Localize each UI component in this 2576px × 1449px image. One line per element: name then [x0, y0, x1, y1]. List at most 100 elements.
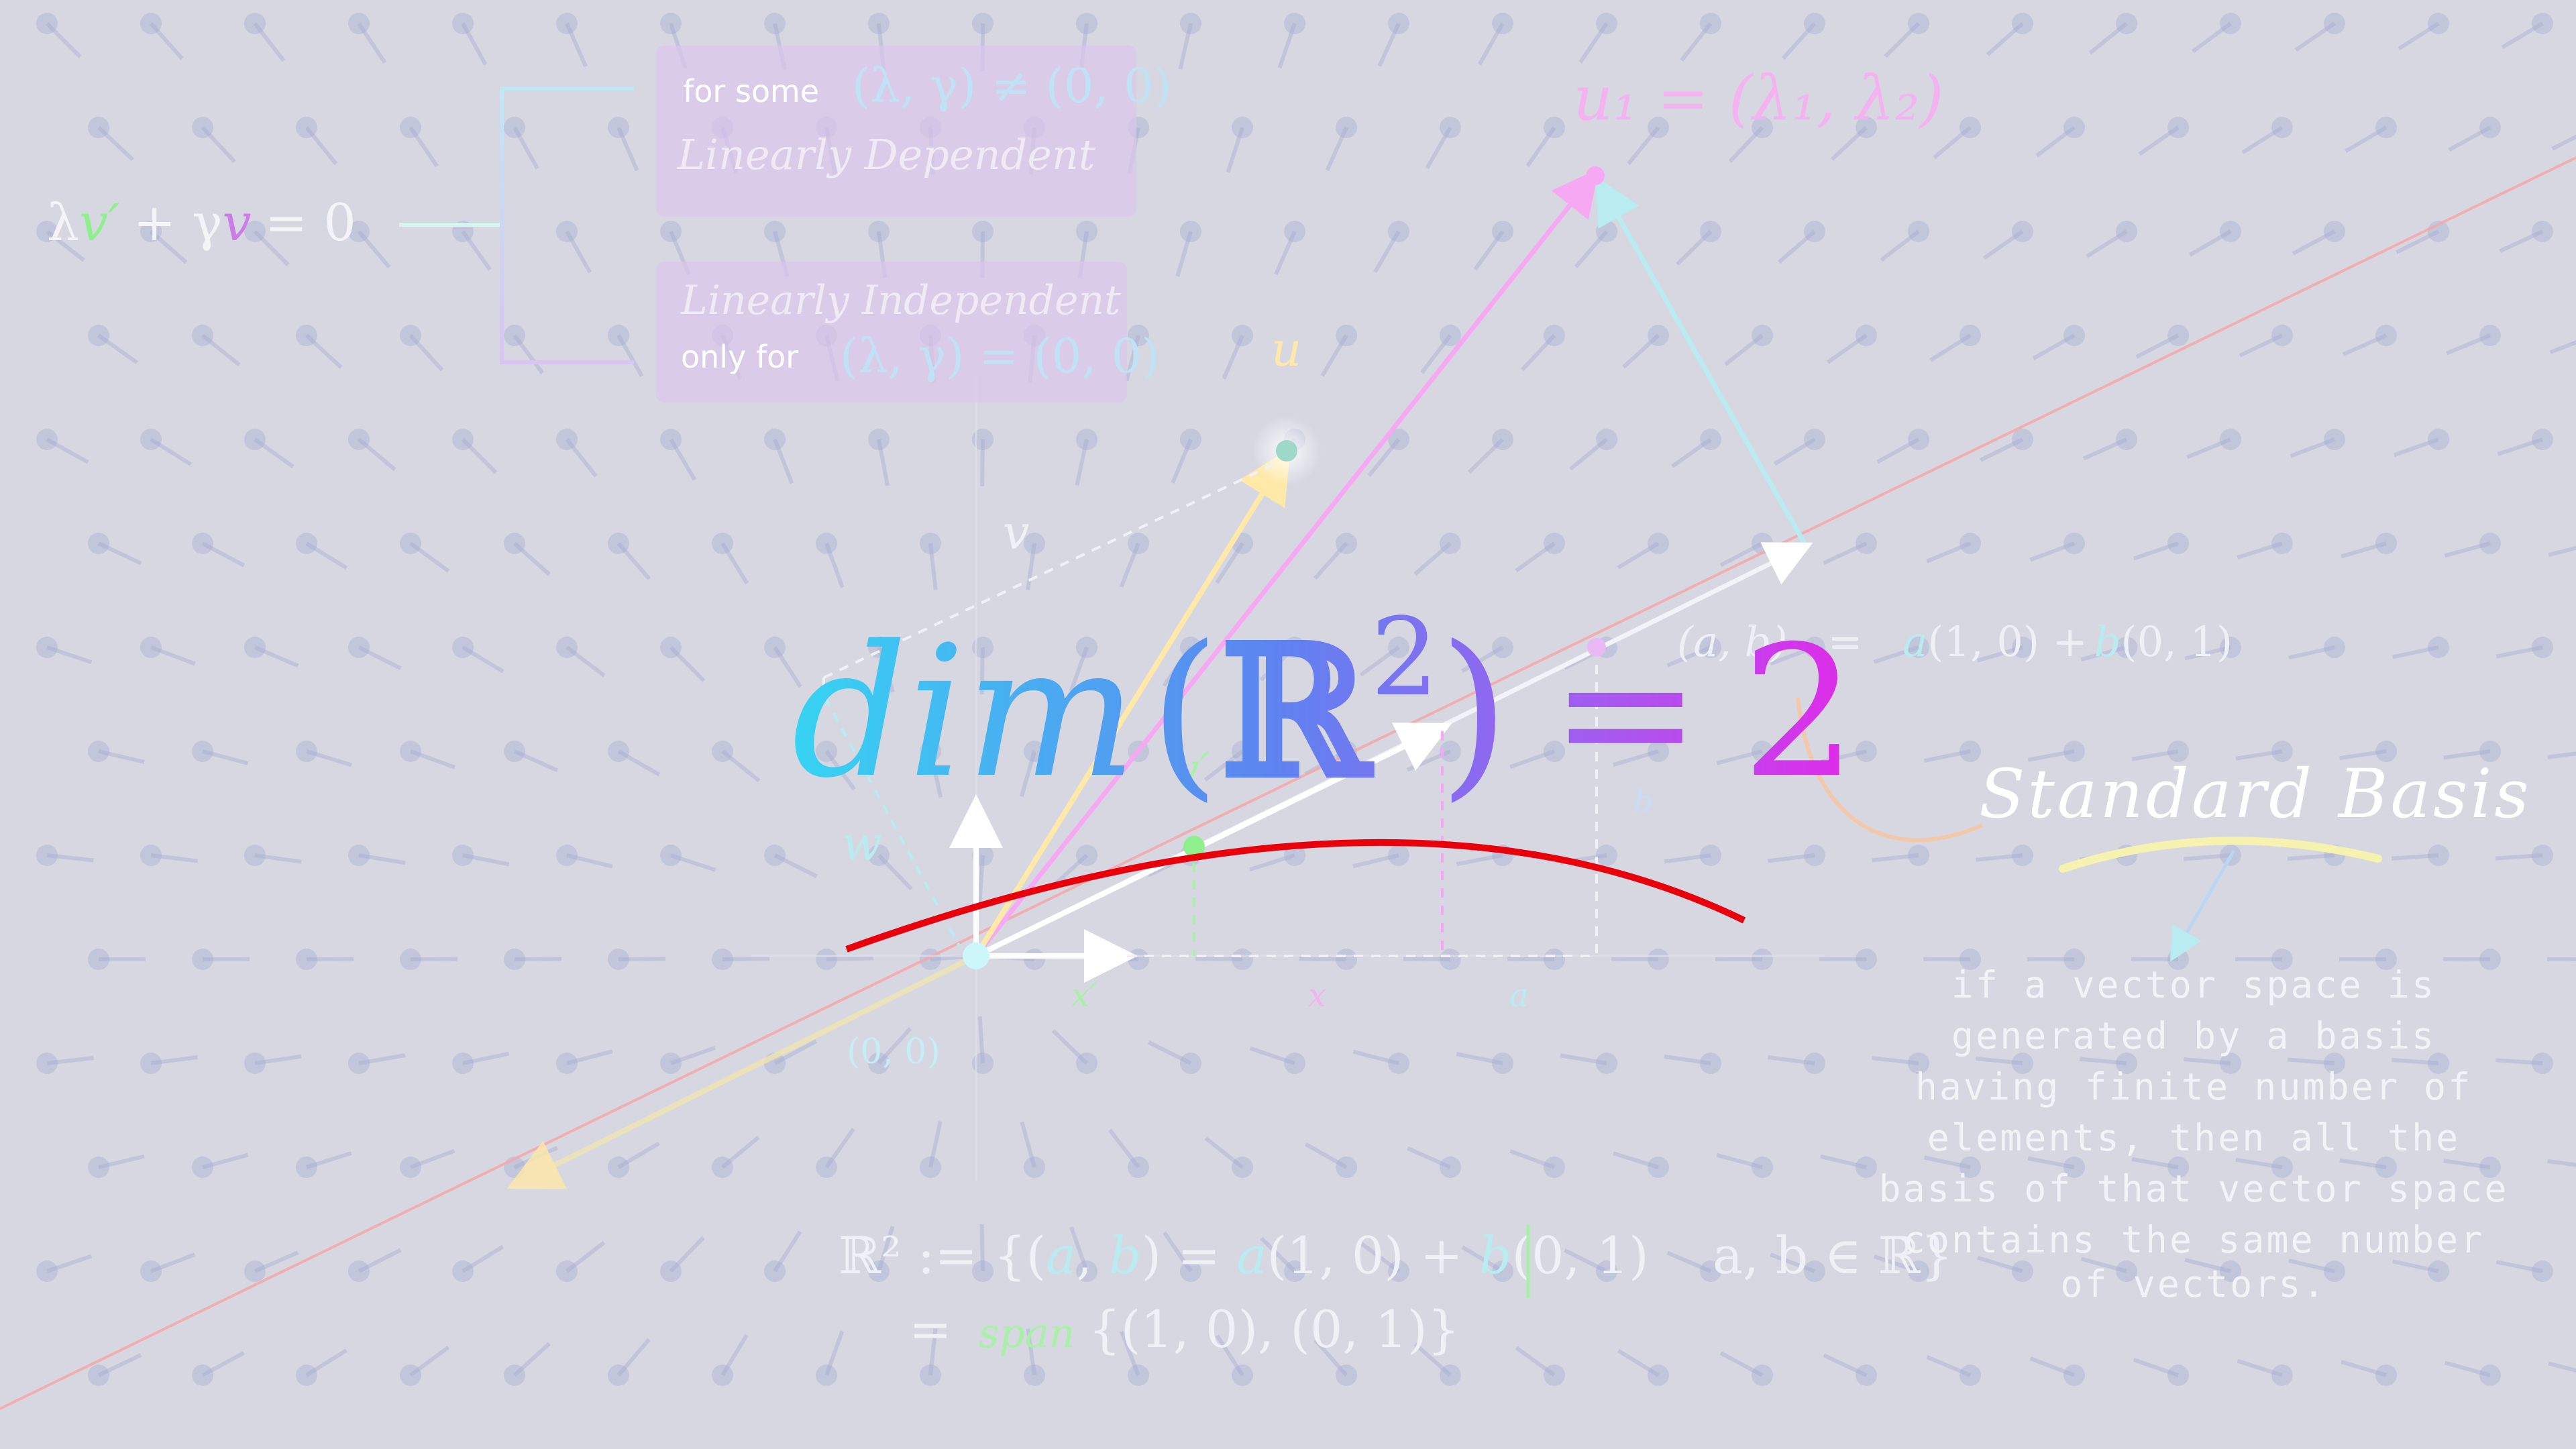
field-arrow-dot — [1024, 533, 1045, 554]
field-arrow-dot — [2324, 1053, 2345, 1074]
field-arrow-dot — [1960, 533, 1981, 554]
field-arrow-dot — [296, 325, 317, 346]
field-arrow-shaft — [201, 333, 241, 367]
field-arrow-dot — [660, 637, 682, 658]
field-arrow-dot — [920, 533, 941, 554]
field-arrow-shaft — [1477, 22, 1505, 66]
independent-label: Linearly Independent — [680, 277, 1121, 324]
field-arrow-dot — [2479, 1364, 2501, 1386]
field-arrow-dot — [1440, 949, 1461, 970]
field-arrow-dot — [88, 533, 109, 554]
field-arrow-dot — [1024, 1364, 1045, 1386]
field-arrow-shaft — [2496, 1260, 2543, 1273]
field-arrow-shaft — [1568, 437, 1608, 471]
field-arrow-shaft — [150, 1055, 198, 1065]
field-arrow-dot — [1648, 949, 1669, 970]
field-arrow-dot — [712, 949, 733, 970]
field-arrow-dot — [1492, 1260, 1513, 1282]
field-arrow-dot — [88, 949, 109, 970]
field-arrow-dot — [2063, 1364, 2085, 1386]
field-arrow-dot — [1596, 429, 1617, 450]
field-arrow-shaft — [1026, 1328, 1036, 1376]
field-arrow-shaft — [45, 21, 82, 58]
field-arrow-dot — [1960, 117, 1981, 138]
field-arrow-dot — [1856, 741, 1877, 762]
field-arrow-shaft — [1986, 21, 2024, 56]
field-arrow-shaft — [670, 1045, 716, 1065]
field-arrow-dot — [1128, 1364, 1149, 1386]
field-arrow-shaft — [513, 126, 539, 170]
field-arrow-shaft — [565, 22, 588, 68]
field-arrow-shaft — [2547, 751, 2576, 759]
field-arrow-dot — [1232, 949, 1253, 970]
field-arrow-dot — [556, 221, 578, 242]
field-arrow-dot — [2532, 1053, 2553, 1074]
field-arrow-dot — [2116, 1053, 2137, 1074]
field-arrow-shaft — [1564, 1248, 1608, 1273]
field-arrow-shaft — [46, 853, 94, 863]
field-arrow-dot — [1336, 1157, 1357, 1178]
field-arrow-shaft — [409, 126, 439, 168]
field-arrow-shaft — [1873, 1254, 1919, 1273]
field-arrow-dot — [1076, 221, 1097, 242]
field-arrow-dot — [2324, 637, 2345, 658]
field-arrow-dot — [1544, 325, 1565, 346]
field-arrow-dot — [1752, 949, 1773, 970]
field-arrow-dot — [920, 1364, 941, 1386]
field-arrow-dot — [1180, 1053, 1201, 1074]
field-arrow-dot — [1180, 221, 1201, 242]
field-arrow-shaft — [2138, 125, 2180, 156]
field-arrow-dot — [140, 845, 162, 866]
field-arrow-dot — [1076, 429, 1097, 450]
v-prime-point — [1183, 836, 1205, 857]
field-arrow-shaft — [2080, 1256, 2127, 1273]
field-arrow-dot — [972, 1053, 994, 1074]
field-arrow-shaft — [2235, 749, 2283, 761]
field-arrow-shaft — [2497, 437, 2543, 456]
field-arrow-dot — [2324, 221, 2345, 242]
field-arrow-shaft — [1456, 1052, 1503, 1065]
field-arrow-dot — [1856, 533, 1877, 554]
field-arrow-dot — [1908, 1053, 1929, 1074]
field-arrow-dot — [1856, 949, 1877, 970]
field-arrow-shaft — [2548, 545, 2576, 557]
field-arrow-shaft — [1249, 853, 1295, 871]
field-arrow-dot — [296, 117, 317, 138]
field-arrow-dot — [504, 949, 525, 970]
field-arrow-dot — [764, 13, 786, 34]
field-arrow-shaft — [150, 853, 198, 863]
field-arrow-dot — [2220, 1260, 2241, 1282]
field-arrow-dot — [36, 1260, 58, 1282]
field-arrow-shaft — [306, 1151, 352, 1169]
field-arrow-shaft — [2239, 333, 2284, 358]
field-arrow-dot — [2167, 1157, 2189, 1178]
field-arrow-dot — [1700, 221, 1721, 242]
field-arrow-dot — [1440, 325, 1461, 346]
field-arrow-dot — [816, 741, 837, 762]
field-arrow-dot — [1024, 741, 1045, 762]
field-arrow-dot — [348, 1260, 370, 1282]
set-definition-line1: ℝ² := {(a, b) = a(1, 0) + b(0, 1)a, b ∈ … — [839, 1226, 1953, 1285]
field-arrow-dot — [2271, 533, 2293, 554]
field-arrow-shaft — [669, 645, 706, 682]
field-arrow-shaft — [977, 1016, 985, 1064]
field-arrow-dot — [1752, 741, 1773, 762]
down-arrow — [2170, 849, 2236, 962]
field-arrow-shaft — [1977, 1255, 2023, 1273]
field-arrow-dot — [764, 221, 786, 242]
field-arrow-shaft — [1119, 1330, 1140, 1377]
field-arrow-shaft — [1175, 231, 1193, 277]
field-arrow-dot — [1960, 1364, 1981, 1386]
field-arrow-dot — [660, 13, 682, 34]
field-arrow-dot — [2063, 949, 2085, 970]
field-arrow-dot — [608, 1157, 629, 1178]
field-arrow-shaft — [565, 230, 592, 274]
field-arrow-shaft — [2339, 1158, 2387, 1169]
field-arrow-shaft — [877, 1226, 895, 1272]
field-arrow-dot — [2116, 637, 2137, 658]
span-line-yellow-arrow — [506, 953, 977, 1189]
field-arrow-dot — [1076, 1053, 1097, 1074]
field-arrow-shaft — [1215, 1334, 1244, 1377]
field-arrow-dot — [1284, 637, 1305, 658]
field-arrow-dot — [1908, 1260, 1929, 1282]
